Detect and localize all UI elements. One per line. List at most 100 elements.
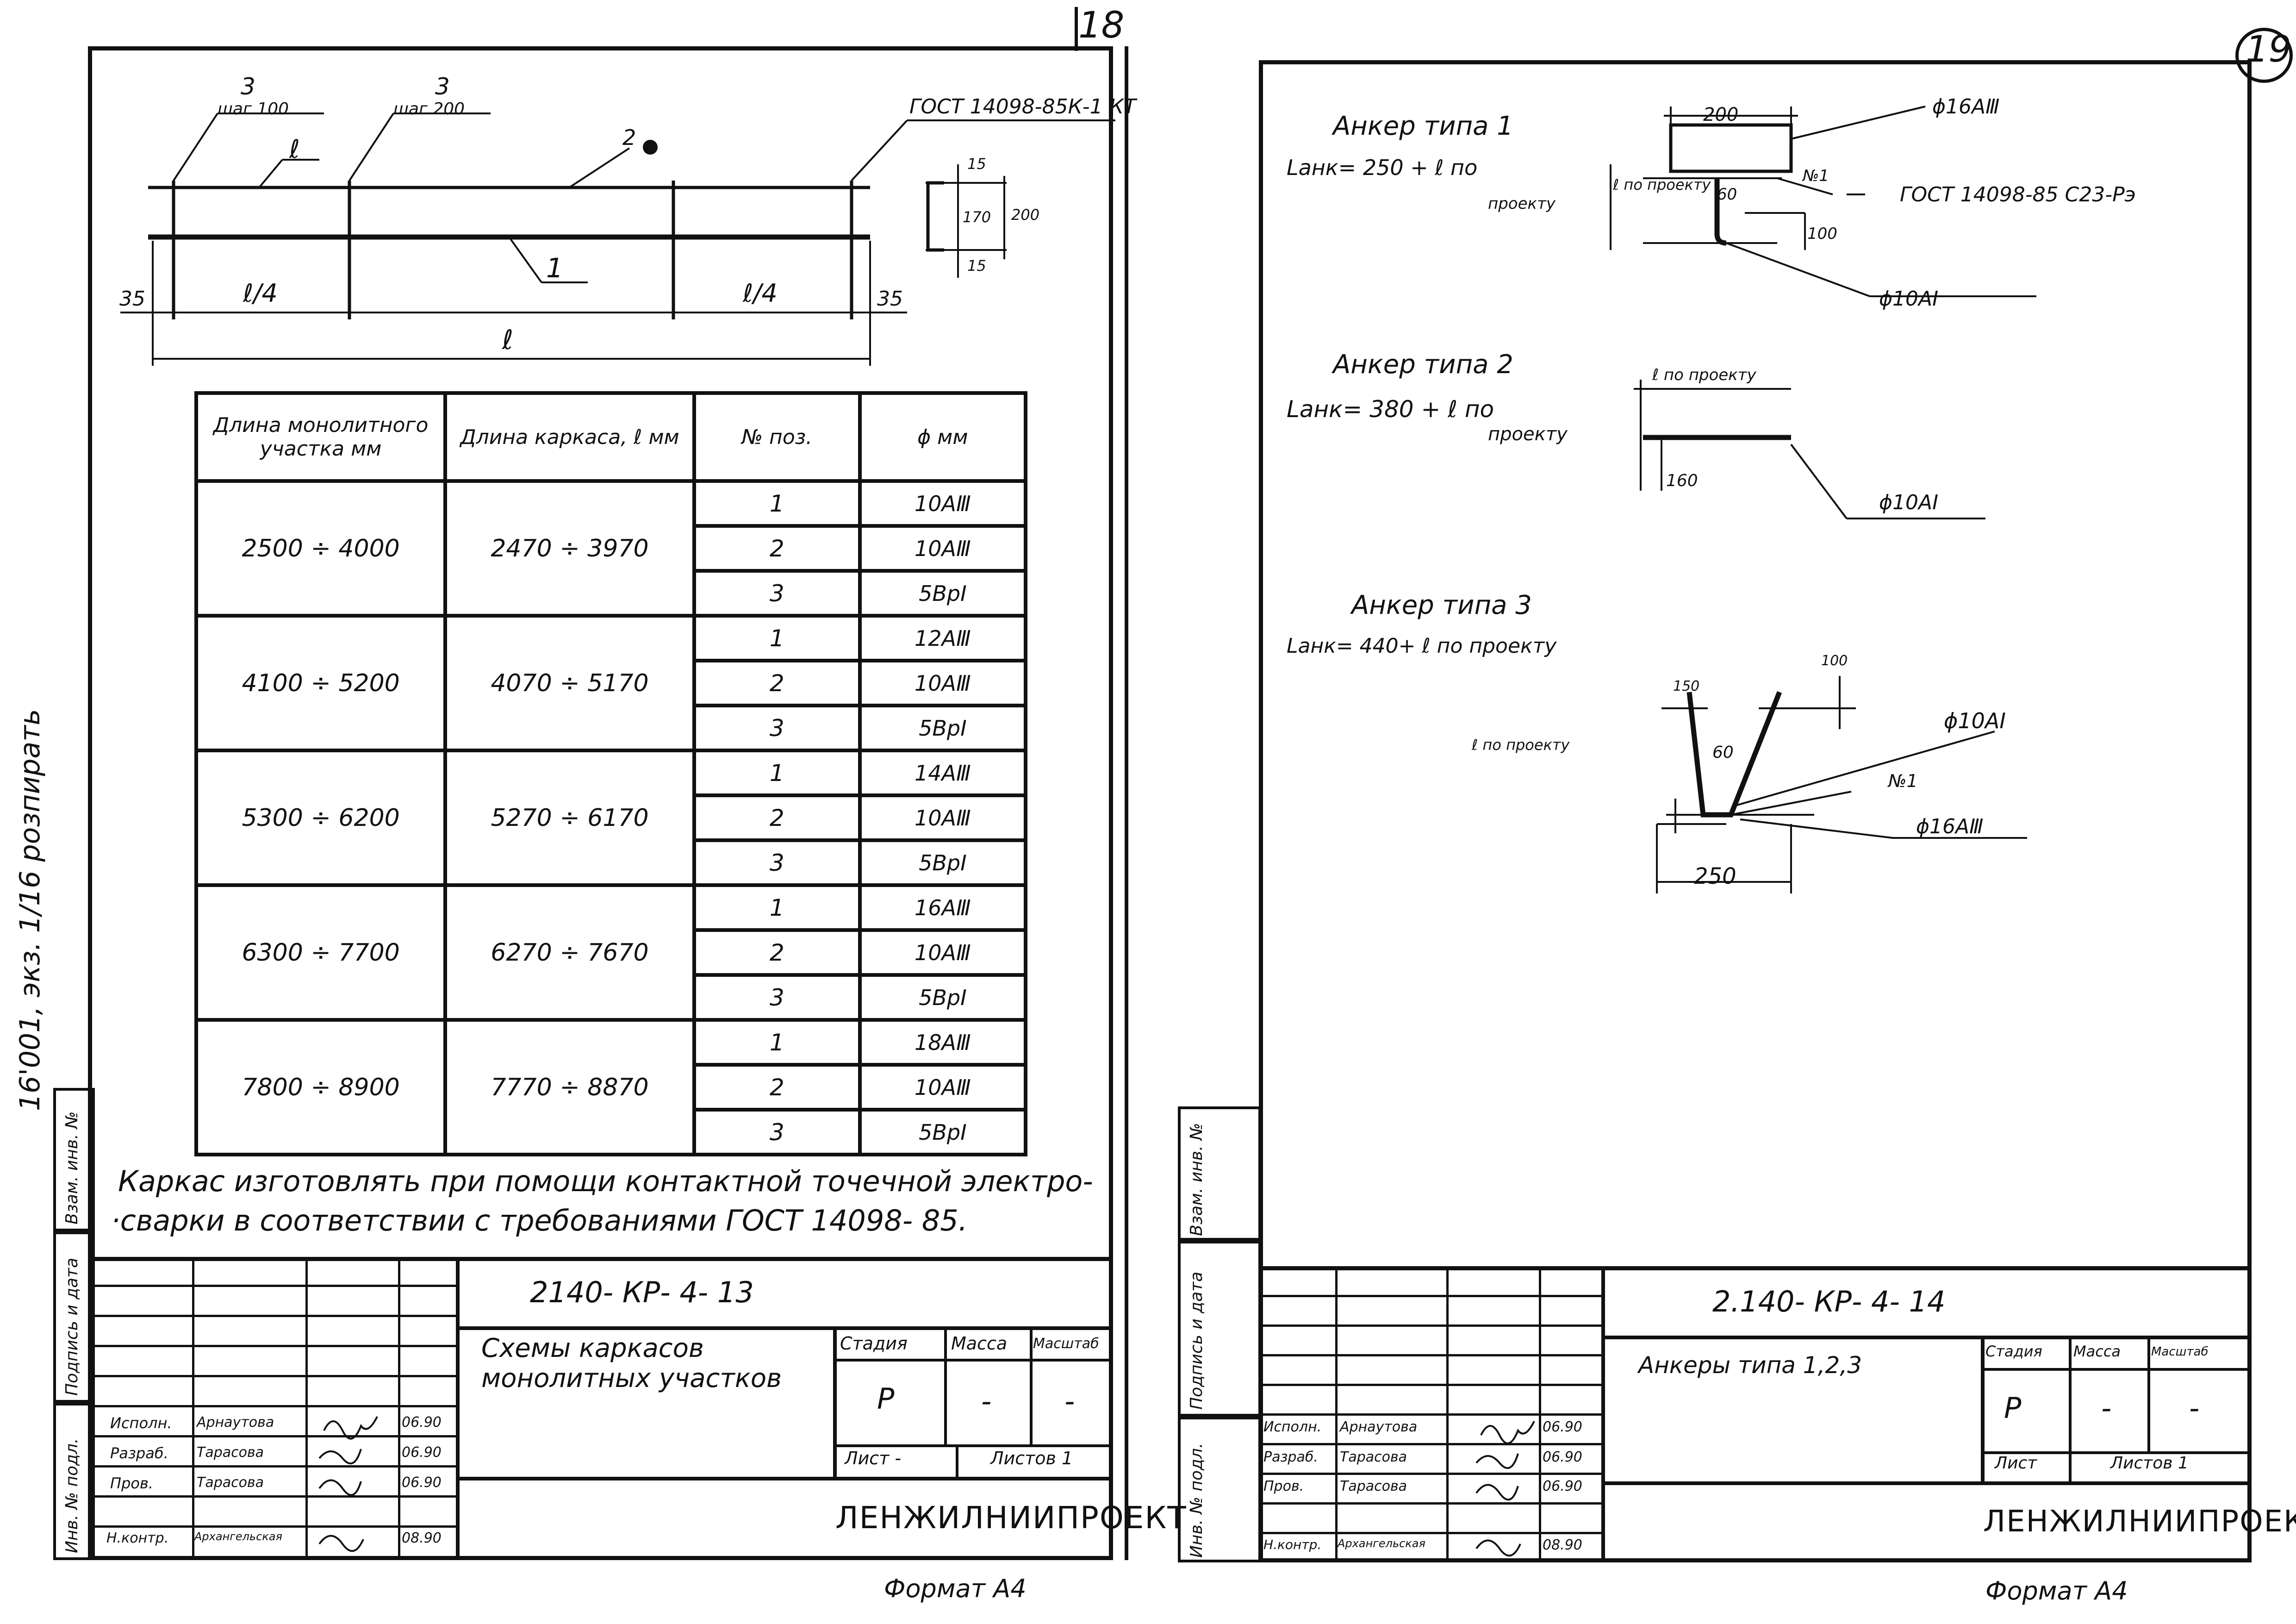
anchor1-formula: Lанк= 250 + ℓ по — [1287, 155, 1478, 180]
anchor3-title: Анкер типа 3 — [1351, 590, 1532, 620]
binding-line — [1125, 46, 1128, 1560]
frame-drawing — [120, 112, 1115, 366]
sign-date: 08.90 — [1543, 1537, 1582, 1553]
anchor2-anchor-dia: ϕ10AⅠ — [1879, 491, 1939, 514]
sign-date: 06.90 — [1543, 1478, 1582, 1494]
cell-monolith-4: 6300 ÷ 7700 — [194, 883, 448, 1022]
anchor1-anchor-dia: ϕ10AⅠ — [1879, 287, 1939, 311]
tb-divider — [456, 1477, 1113, 1480]
left-sheet-label: Лист - — [845, 1448, 902, 1468]
left-doc-code: 2140- КР- 4- 13 — [530, 1275, 754, 1309]
anchor1-dim-100: 100 — [1807, 225, 1837, 243]
tb-divider — [1030, 1326, 1033, 1444]
cell-dia: 5BpⅠ — [858, 569, 1028, 618]
right-scale-header: Масштаб — [2151, 1345, 2209, 1359]
cell-dia: 5BpⅠ — [858, 704, 1028, 752]
sign-role: Исполн. — [1263, 1419, 1322, 1435]
tb-divider — [456, 1257, 460, 1560]
right-sheets-label: Листов 1 — [2110, 1454, 2189, 1473]
left-sheet-frame — [88, 46, 1113, 1560]
header-monolith: Длина монолитного участка мм — [194, 391, 448, 483]
right-mass: - — [2101, 1391, 2112, 1425]
step-100: шаг 100 — [218, 100, 289, 119]
cell-monolith-3: 5300 ÷ 6200 — [194, 749, 448, 887]
left-sign-grid — [93, 1257, 456, 1558]
cell-dia: 18AⅢ — [858, 1018, 1028, 1067]
sign-name: Тарасова — [1340, 1449, 1407, 1465]
right-mass-header: Масса — [2073, 1343, 2121, 1360]
right-stage: Р — [2004, 1391, 2022, 1425]
tb-divider — [833, 1444, 1113, 1447]
sign-role: Пров. — [110, 1474, 153, 1492]
side-stamp-inv — [53, 1403, 95, 1560]
anchor2-l-label: ℓ по проекту — [1652, 366, 1756, 384]
rebar-spec-table: Длина монолитного участка мм Длина карка… — [194, 391, 1028, 1156]
cell-dia: 10AⅢ — [858, 659, 1028, 707]
sign-date: 06.90 — [402, 1474, 442, 1491]
header-dia: ϕ мм — [858, 391, 1028, 483]
note-line-2: ·сварки в соответствии с требованиями ГО… — [111, 1204, 968, 1237]
cell-pos: 1 — [692, 479, 862, 528]
cell-dia: 10AⅢ — [858, 928, 1028, 977]
anchor3-anchor-dia: ϕ10AⅠ — [1944, 708, 2006, 733]
header-pos: № поз. — [692, 391, 862, 483]
anchor1-dim-60: 60 — [1717, 185, 1737, 204]
page-number-right-circle — [2235, 28, 2293, 83]
cell-pos: 3 — [692, 838, 862, 887]
cell-pos: 1 — [692, 1018, 862, 1067]
anchor1-l-label: ℓ по проекту — [1613, 176, 1711, 194]
tb-divider — [1981, 1368, 2252, 1371]
section-200: 200 — [1011, 206, 1040, 224]
anchor3-bar-dia: ϕ16AⅢ — [1916, 815, 1984, 838]
tb-divider — [1981, 1336, 1985, 1484]
sign-date: 06.90 — [1543, 1449, 1582, 1465]
anchor3-dim-100: 100 — [1821, 653, 1848, 669]
tb-divider — [2069, 1336, 2072, 1451]
left-title-line-1: Схемы каркасов — [481, 1333, 704, 1363]
cell-pos: 2 — [692, 524, 862, 573]
cell-dia: 10AⅢ — [858, 1063, 1028, 1112]
anchor1-formula-2: проекту — [1488, 194, 1556, 213]
right-stage-header: Стадия — [1985, 1343, 2042, 1360]
dim-35-left: 35 — [119, 287, 145, 311]
gost-ref: ГОСТ 14098-85К-1 КТ — [909, 95, 1136, 119]
sign-role: Разраб. — [110, 1444, 168, 1462]
sign-name: Тарасова — [197, 1474, 264, 1491]
cell-pos: 3 — [692, 569, 862, 618]
sign-date: 06.90 — [402, 1444, 442, 1461]
tb-divider — [1601, 1266, 1605, 1562]
anchor1-dim-200: 200 — [1703, 104, 1739, 125]
right-format: Формат А4 — [1985, 1576, 2128, 1605]
cell-dia: 5BpⅠ — [858, 1108, 1028, 1156]
left-org: ЛЕНЖИЛНИИПРОЕКТ — [835, 1500, 1187, 1536]
dim-35-right: 35 — [877, 287, 903, 311]
right-title-block — [1261, 1266, 2252, 1567]
left-title-block — [93, 1257, 1111, 1562]
left-scale-header: Масштаб — [1033, 1336, 1099, 1352]
cell-dia: 14AⅢ — [858, 749, 1028, 797]
page-number-left: 18 — [1078, 5, 1125, 46]
cell-pos: 1 — [692, 749, 862, 797]
left-stage: Р — [877, 1382, 895, 1416]
dim-3-b: 3 — [435, 73, 450, 100]
anchor3-dim-250: 250 — [1694, 863, 1736, 889]
sign-name: Арнаутова — [1340, 1419, 1418, 1435]
anchor2-formula-2: проекту — [1488, 424, 1568, 445]
tb-divider — [1601, 1481, 2252, 1485]
dim-l4-right: ℓ/4 — [743, 279, 778, 308]
sign-date: 06.90 — [402, 1414, 442, 1430]
cell-pos: 3 — [692, 1108, 862, 1156]
cell-monolith-2: 4100 ÷ 5200 — [194, 614, 448, 752]
sign-name: Тарасова — [1340, 1478, 1407, 1494]
cell-pos: 2 — [692, 1063, 862, 1112]
cell-dia: 10AⅢ — [858, 793, 1028, 842]
right-title-line-1: Анкеры типа 1,2,3 — [1638, 1352, 1862, 1379]
left-sheets-label: Листов 1 — [990, 1448, 1073, 1468]
cell-monolith-1: 2500 ÷ 4000 — [194, 479, 448, 618]
sign-name: Архангельская — [194, 1530, 282, 1543]
right-doc-code: 2.140- КР- 4- 14 — [1712, 1285, 1946, 1318]
cell-dia: 16AⅢ — [858, 883, 1028, 932]
cell-pos: 3 — [692, 704, 862, 752]
anchor2-formula: Lанк= 380 + ℓ по — [1287, 396, 1494, 423]
sign-role: Разраб. — [1263, 1449, 1318, 1465]
